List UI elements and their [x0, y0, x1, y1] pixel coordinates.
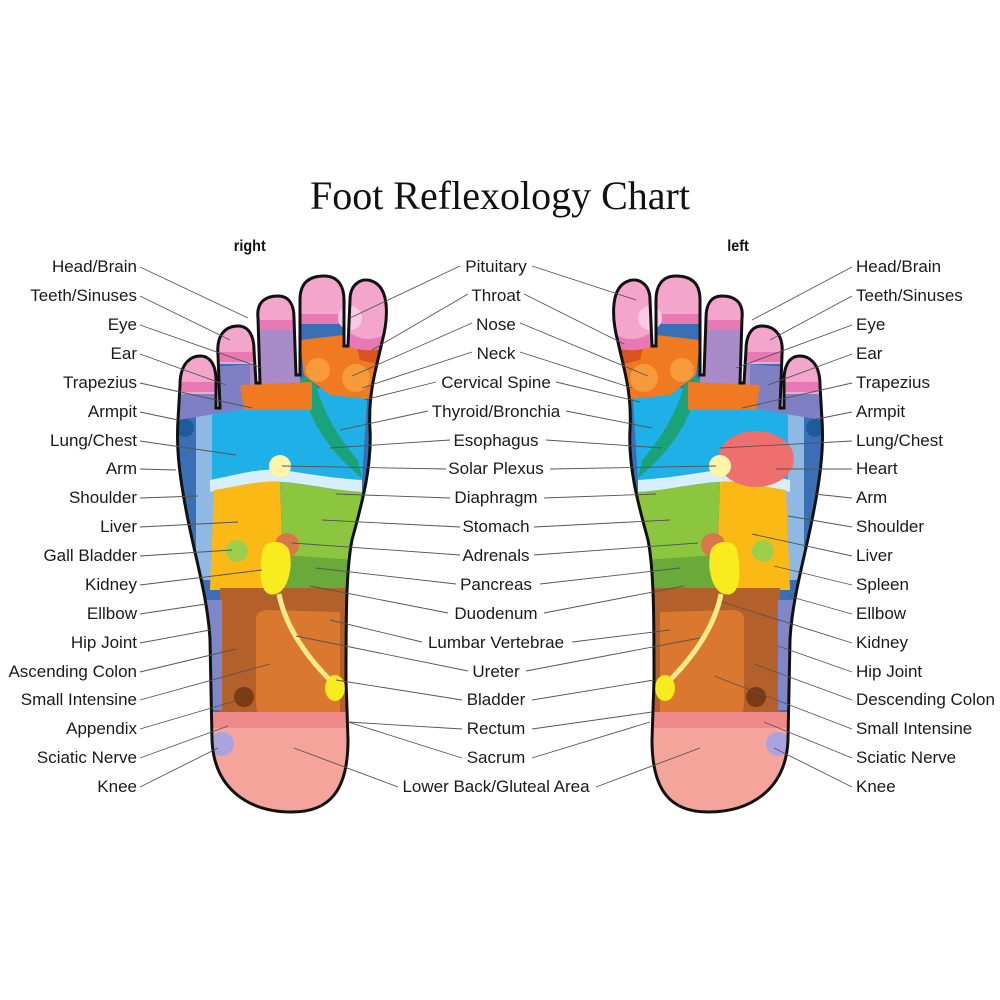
label-right-shoulder: Shoulder [68, 488, 137, 507]
label-right-trapezius: Trapezius [62, 373, 137, 392]
label-left-shoulder: Shoulder [856, 517, 925, 536]
label-right-arm: Arm [105, 459, 137, 478]
label-right-elbow: Ellbow [86, 604, 137, 623]
label-right-teeth-sinuses: Teeth/Sinuses [30, 286, 137, 305]
label-left-head-brain: Head/Brain [856, 257, 942, 276]
label-left-liver: Liver [856, 546, 893, 565]
label-thyroid-bronchia: Thyroid/Bronchia [431, 402, 561, 421]
label-right-lung-chest: Lung/Chest [50, 431, 137, 450]
heart-region [718, 431, 794, 487]
label-ureter: Ureter [472, 662, 520, 681]
label-right-armpit: Armpit [87, 402, 137, 421]
label-left-eye: Eye [856, 315, 886, 334]
right-foot-heading: right [233, 238, 266, 255]
label-solar-plexus: Solar Plexus [448, 459, 544, 478]
chart-title: Foot Reflexology Chart [310, 173, 690, 218]
label-lumbar-vertebrae: Lumbar Vertebrae [427, 633, 565, 652]
label-lower-back-gluteal: Lower Back/Gluteal Area [402, 777, 590, 796]
label-left-arm: Arm [856, 488, 888, 507]
label-pituitary: Pituitary [465, 257, 527, 276]
label-right-ear: Ear [110, 344, 137, 363]
label-left-heart: Heart [856, 459, 898, 478]
label-stomach: Stomach [462, 517, 530, 536]
label-left-elbow: Ellbow [856, 604, 907, 623]
label-pancreas: Pancreas [460, 575, 532, 594]
left-foot [590, 260, 850, 830]
label-adrenals: Adrenals [462, 546, 530, 565]
label-diaphragm: Diaphragm [454, 488, 538, 507]
label-left-teeth-sinuses: Teeth/Sinuses [856, 286, 963, 305]
label-throat: Throat [471, 286, 521, 305]
label-right-head-brain: Head/Brain [51, 257, 137, 276]
label-right-kidney: Kidney [85, 575, 137, 594]
label-right-hip-joint: Hip Joint [70, 633, 137, 652]
label-left-kidney: Kidney [856, 633, 908, 652]
label-left-lung-chest: Lung/Chest [856, 431, 943, 450]
label-left-knee: Knee [856, 777, 896, 796]
label-bladder: Bladder [466, 690, 526, 709]
label-right-sciatic-nerve: Sciatic Nerve [36, 748, 137, 767]
label-right-gall-bladder: Gall Bladder [43, 546, 137, 565]
label-left-trapezius: Trapezius [856, 373, 931, 392]
label-rectum: Rectum [466, 719, 526, 738]
label-cervical-spine: Cervical Spine [441, 373, 551, 392]
label-left-ear: Ear [856, 344, 883, 363]
leader-lines [139, 265, 853, 788]
label-left-armpit: Armpit [856, 402, 906, 421]
label-sacrum: Sacrum [466, 748, 526, 767]
label-right-small-intestine: Small Intensine [20, 690, 137, 709]
label-right-appendix: Appendix [66, 719, 137, 738]
label-left-descending-colon: Descending Colon [856, 690, 995, 709]
label-duodenum: Duodenum [454, 604, 538, 623]
label-left-small-intestine: Small Intensine [856, 719, 973, 738]
left-foot-heading: left [727, 238, 749, 255]
label-neck: Neck [476, 344, 516, 363]
label-right-knee: Knee [97, 777, 137, 796]
label-nose: Nose [476, 315, 516, 334]
right-foot [150, 260, 410, 830]
label-right-ascending-colon: Ascending Colon [8, 662, 137, 681]
label-right-eye: Eye [107, 315, 137, 334]
label-right-liver: Liver [100, 517, 137, 536]
label-left-sciatic-nerve: Sciatic Nerve [856, 748, 957, 767]
label-left-spleen: Spleen [856, 575, 909, 594]
label-esophagus: Esophagus [453, 431, 539, 450]
label-left-hip-joint: Hip Joint [856, 662, 923, 681]
